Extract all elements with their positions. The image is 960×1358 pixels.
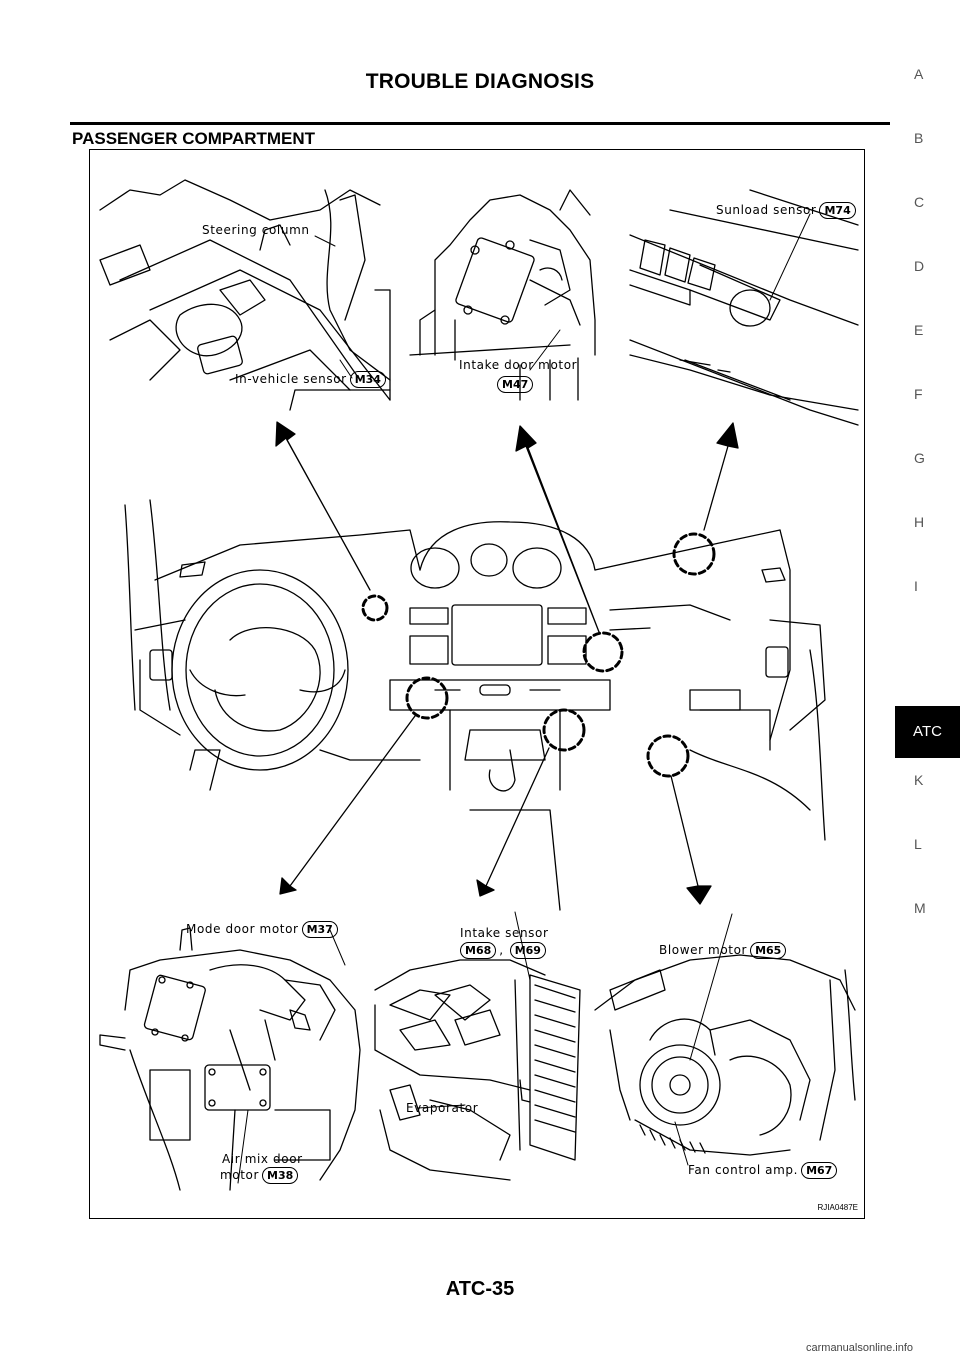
- index-letter-g[interactable]: G: [914, 450, 925, 466]
- label-blower-motor-text: Blower motor: [659, 943, 748, 957]
- index-letter-e[interactable]: E: [914, 322, 924, 338]
- label-intake-sensor-connectors: M68, M69: [457, 942, 546, 959]
- pointer-arrows: [275, 421, 739, 905]
- connector-badge-m68: M68: [460, 942, 497, 959]
- marker-intake-door-motor: [582, 631, 624, 673]
- index-letter-m[interactable]: M: [914, 900, 926, 916]
- inset-sunload-sensor: [629, 189, 859, 426]
- index-letter-b[interactable]: B: [914, 130, 924, 146]
- index-letter-f[interactable]: F: [914, 386, 923, 402]
- section-title: PASSENGER COMPARTMENT: [72, 129, 316, 148]
- connector-badge-m34: M34: [349, 371, 386, 388]
- label-air-mix-line2-text: motor: [220, 1168, 260, 1182]
- label-intake-door-connector: M47: [494, 376, 534, 393]
- label-air-mix-line1: Air mix door: [222, 1152, 303, 1166]
- label-intake-door-motor: Intake door motor: [459, 358, 578, 372]
- page-header: TROUBLE DIAGNOSIS: [365, 70, 595, 93]
- marker-blower-motor: [646, 734, 690, 778]
- label-sunload-sensor-text: Sunload sensor: [716, 203, 817, 217]
- label-in-vehicle-sensor-text: In-vehicle sensor: [235, 372, 347, 386]
- illustration: [99, 179, 859, 1191]
- inset-intake-door-motor: [409, 189, 596, 401]
- index-letter-h[interactable]: H: [914, 514, 925, 530]
- label-fan-control-amp-text: Fan control amp.: [688, 1163, 799, 1177]
- index-letter-c[interactable]: C: [914, 194, 925, 210]
- header-rule: [70, 122, 890, 125]
- figure-id: RJIA0487E: [817, 1203, 858, 1212]
- page-number: ATC-35: [445, 1278, 515, 1300]
- marker-intake-sensor: [542, 708, 586, 752]
- marker-sunload-sensor: [672, 532, 716, 576]
- inset-intake-sensor: [374, 959, 581, 1181]
- leader-lines: [237, 213, 811, 1184]
- location-markers: [361, 532, 716, 778]
- connector-badge-m67: M67: [801, 1162, 838, 1179]
- index-letter-a[interactable]: A: [914, 66, 924, 82]
- index-letter-k[interactable]: K: [914, 772, 924, 788]
- connector-badge-m38: M38: [262, 1167, 299, 1184]
- index-letter-l[interactable]: L: [914, 836, 922, 852]
- connector-separator: ,: [499, 943, 504, 957]
- watermark: carmanualsonline.info: [806, 1342, 914, 1354]
- inset-blower-motor: [594, 954, 856, 1156]
- marker-mode-door-motor: [405, 676, 449, 720]
- connector-badge-m69: M69: [509, 942, 546, 959]
- marker-in-vehicle-sensor: [361, 594, 389, 622]
- inset-mode-door-motor: [99, 927, 361, 1191]
- connector-badge-m74: M74: [819, 202, 856, 219]
- label-mode-door-motor-text: Mode door motor: [186, 922, 299, 936]
- label-intake-sensor: Intake sensor: [460, 926, 549, 940]
- index-tab-atc-active[interactable]: ATC: [895, 706, 960, 758]
- connector-badge-m47: M47: [497, 376, 534, 393]
- inset-steering-column: [99, 179, 391, 411]
- index-letter-i[interactable]: I: [914, 578, 918, 594]
- label-steering-column: Steering column: [202, 223, 310, 237]
- connector-badge-m65: M65: [750, 942, 787, 959]
- dashboard-overview: [124, 499, 826, 911]
- connector-badge-m37: M37: [301, 921, 338, 938]
- index-letter-d[interactable]: D: [914, 258, 925, 274]
- label-evaporator: Evaporator: [406, 1101, 479, 1115]
- label-fan-control-amp: Fan control amp.M67: [688, 1162, 838, 1179]
